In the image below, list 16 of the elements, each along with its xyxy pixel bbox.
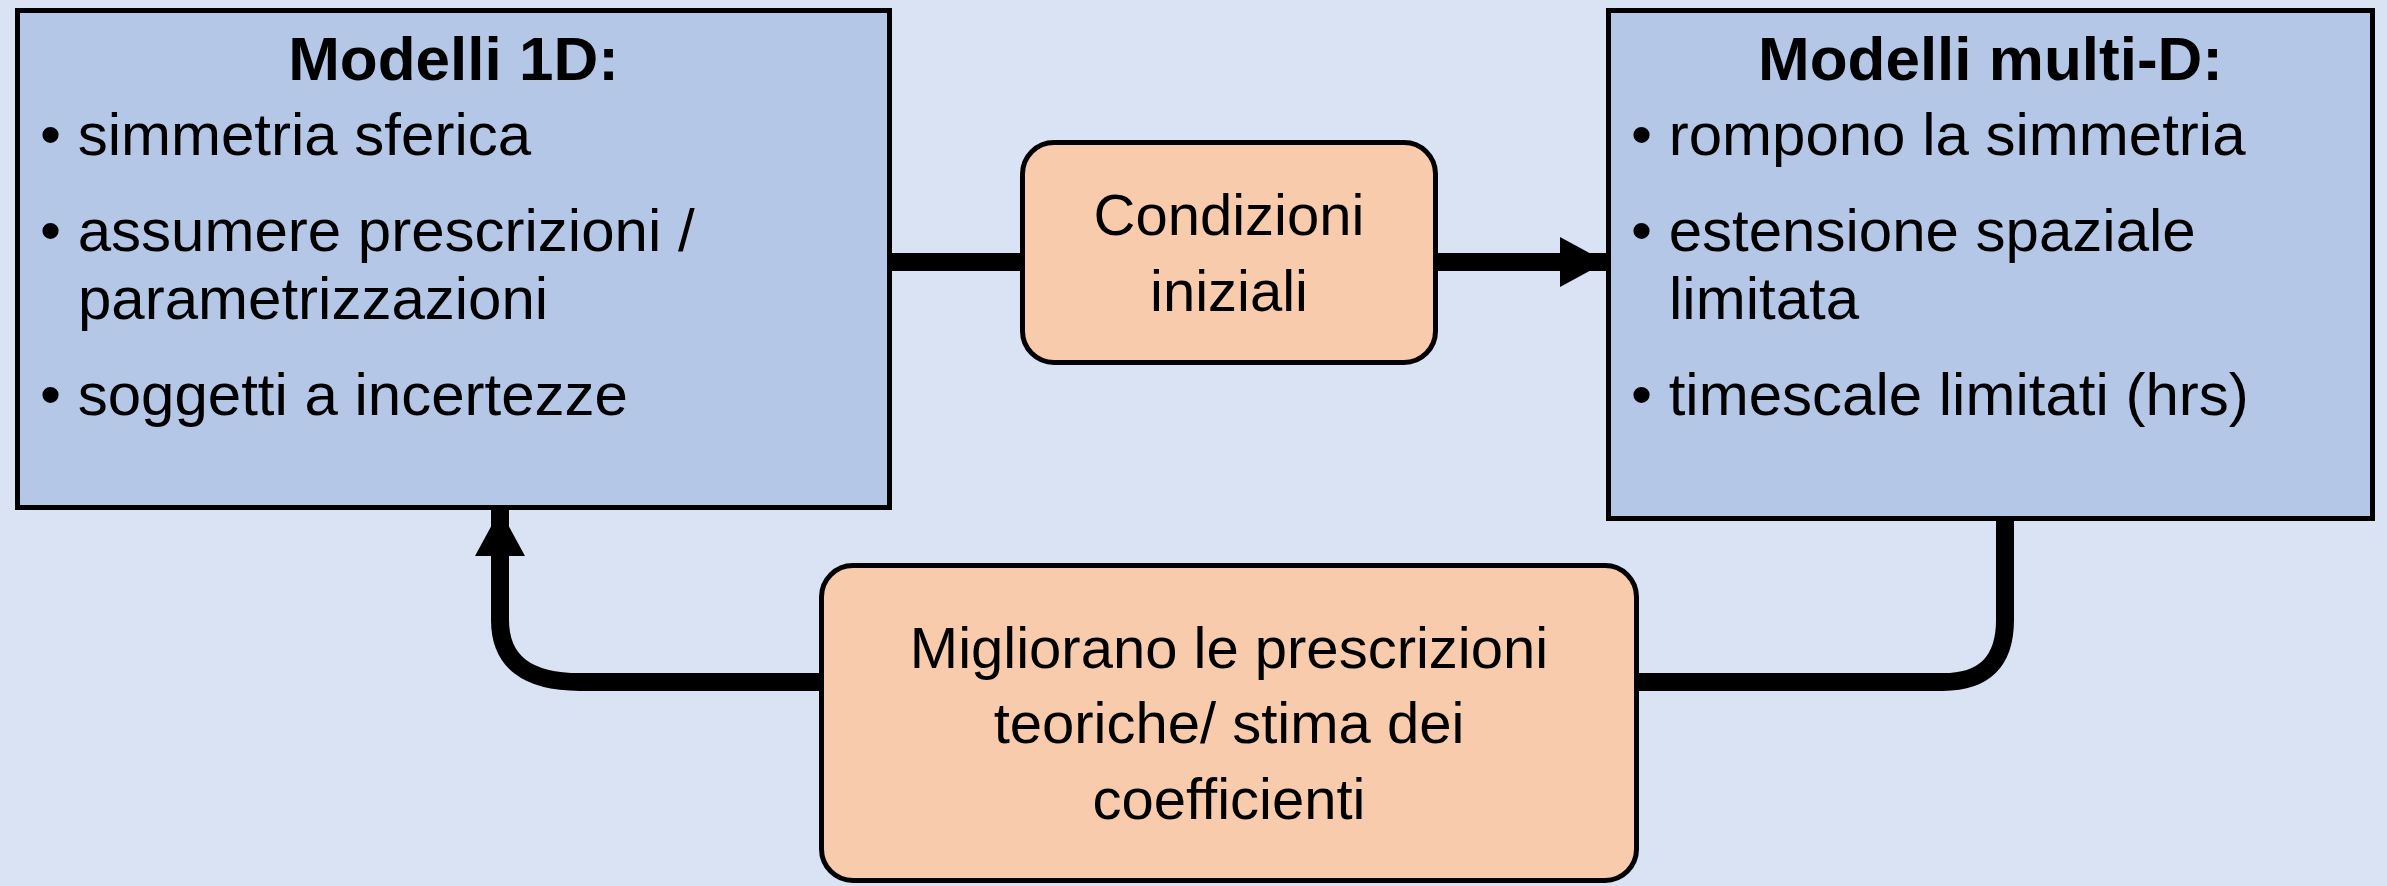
arrow bbox=[1438, 237, 1606, 287]
bullet-item: • timescale limitati (hrs) bbox=[1631, 361, 2250, 430]
box-heading: Modelli 1D: bbox=[287, 25, 620, 94]
box-label: Migliorano le prescrizioni teoriche/ stima dei coefficienti bbox=[908, 613, 1550, 833]
bullet-item: • assumere prescrizioni / parametrizzazioni bbox=[40, 197, 696, 334]
model-box bbox=[15, 8, 892, 510]
model-box bbox=[1606, 8, 2375, 521]
bullet-item: • estensione spaziale limitata bbox=[1631, 197, 2197, 334]
process-box bbox=[1020, 140, 1438, 365]
bullet-item: • soggetti a incertezze bbox=[40, 361, 629, 430]
box-label: Condizioni iniziali bbox=[1092, 181, 1366, 325]
bullet-item: • rompono la simmetria bbox=[1631, 101, 2247, 170]
arrow bbox=[475, 510, 819, 691]
box-heading: Modelli multi-D: bbox=[1757, 25, 2224, 94]
process-box bbox=[819, 563, 1639, 883]
bullet-item: • simmetria sferica bbox=[40, 101, 533, 170]
